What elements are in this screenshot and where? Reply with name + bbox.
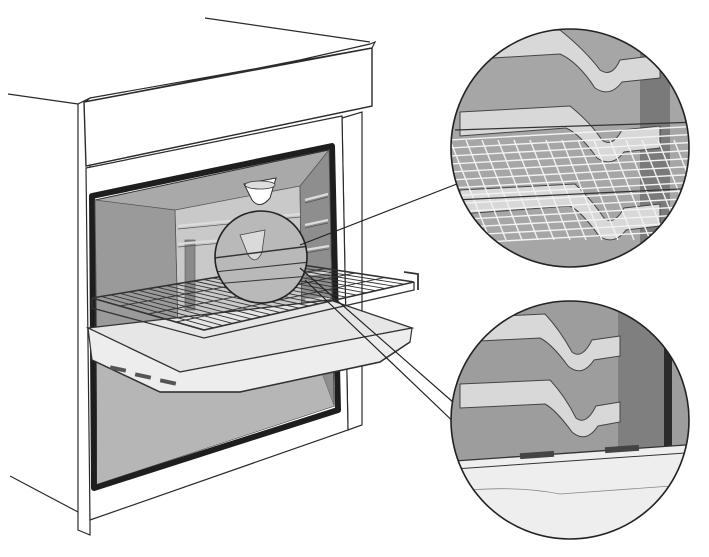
- cabinet-bottom-edge: [9, 475, 79, 513]
- zoom-bottom-runners: [459, 313, 621, 438]
- cabinet-top-back-edge: [204, 17, 371, 43]
- zoom-detail-rack: [450, 28, 690, 268]
- tray-rim-notches: [109, 365, 177, 386]
- rack-handle: [403, 271, 419, 290]
- zoom-circle-bottom-ring: [450, 300, 690, 540]
- zoom-tray-surface: [451, 443, 689, 539]
- cabinet-left-edge: [7, 93, 79, 105]
- zoom-circle-top-ring: [450, 28, 690, 268]
- magnifier-small-ring: [214, 210, 308, 304]
- leader-lines: [299, 181, 463, 431]
- magnifier-small-circle: [214, 210, 308, 304]
- leader-line-bottom: [299, 267, 463, 411]
- leader-line-top: [299, 181, 463, 246]
- door-seal: [89, 143, 341, 491]
- oven-control-panel: [83, 40, 377, 167]
- back-wall-slot: [184, 239, 196, 311]
- control-panel-top: [84, 40, 377, 103]
- zoom-detail-tray: [450, 300, 690, 540]
